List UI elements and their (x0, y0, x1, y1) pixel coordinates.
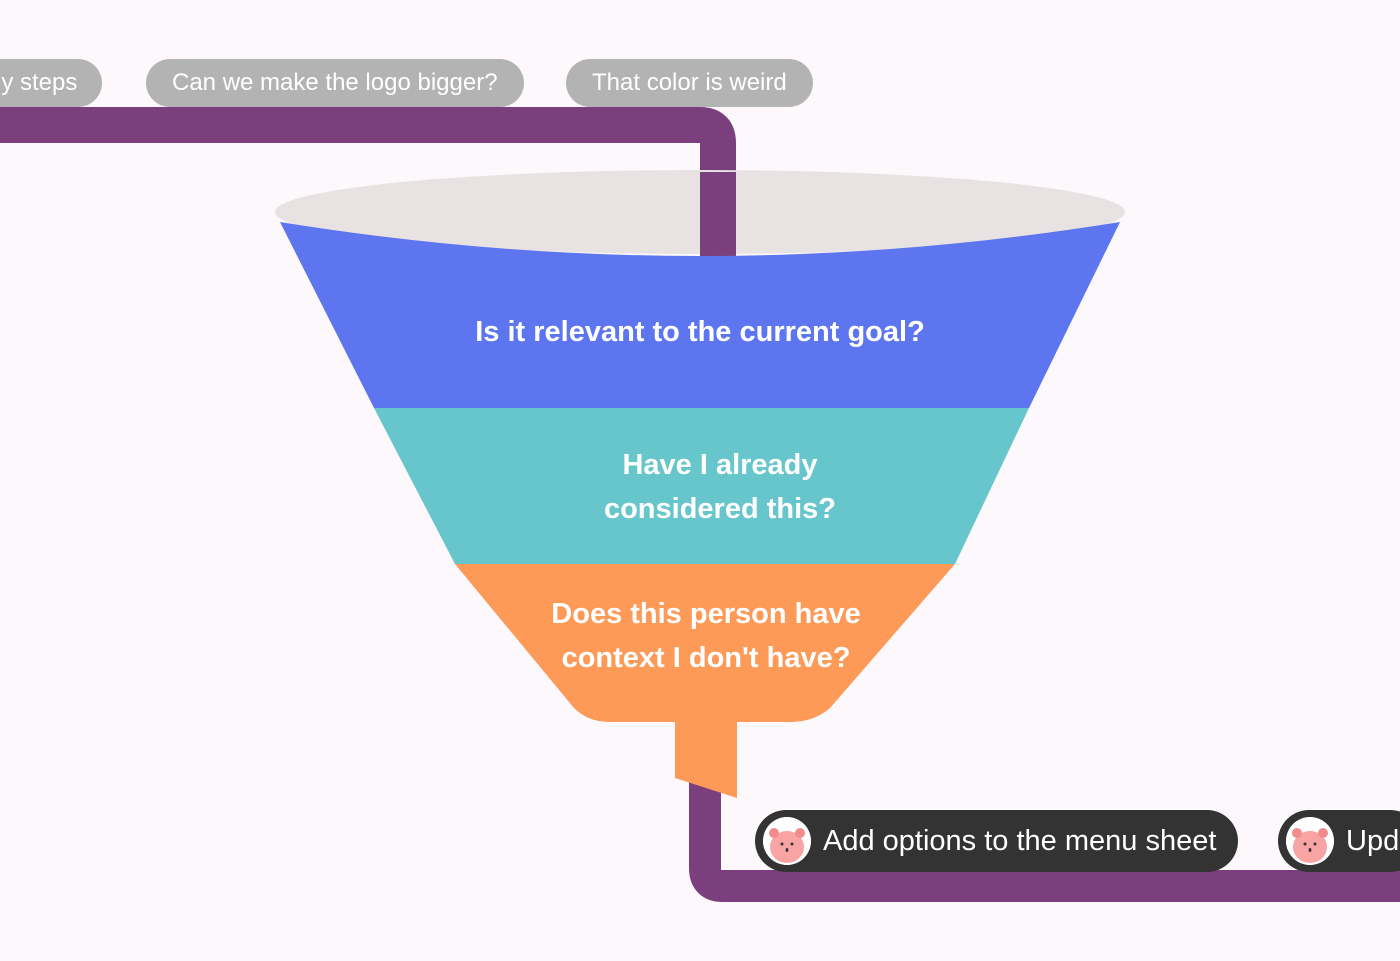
stage-2-line-2: considered this? (603, 493, 837, 525)
funnel-stage-2 (374, 408, 1029, 564)
feedback-pill-steps: ny steps (0, 59, 102, 107)
stage-3-line-2: context I don't have? (561, 642, 851, 674)
task-label: Upd (1346, 825, 1400, 857)
stage-2-line-1: Have I already (622, 449, 818, 481)
input-pipe (0, 107, 736, 260)
feedback-pill-color: That color is weird (566, 59, 813, 107)
funnel-stage-3 (455, 564, 955, 722)
task-pill-add-options: Add options to the menu sheet (755, 810, 1239, 872)
stage-3-line-1: Does this person have (551, 598, 861, 630)
stage-3-question: Does this person have context I don't ha… (506, 592, 906, 680)
task-label: Add options to the menu sheet (823, 825, 1217, 857)
avatar-icon (763, 817, 811, 865)
output-pipe (689, 775, 1400, 902)
avatar-face-icon (763, 817, 811, 865)
stage-1-line-1: Is it relevant to the current goal? (475, 316, 925, 348)
funnel-spout (675, 718, 737, 798)
stage-2-question: Have I already considered this? (520, 443, 920, 531)
task-pill-update: Upd (1278, 810, 1400, 872)
feedback-pill-logo: Can we make the logo bigger? (146, 59, 524, 107)
avatar-face-icon (1286, 817, 1334, 865)
pipe-in-rim (700, 172, 736, 258)
stage-1-question: Is it relevant to the current goal? (400, 310, 1000, 354)
avatar-icon (1286, 817, 1334, 865)
funnel-stage-1 (280, 222, 1120, 408)
